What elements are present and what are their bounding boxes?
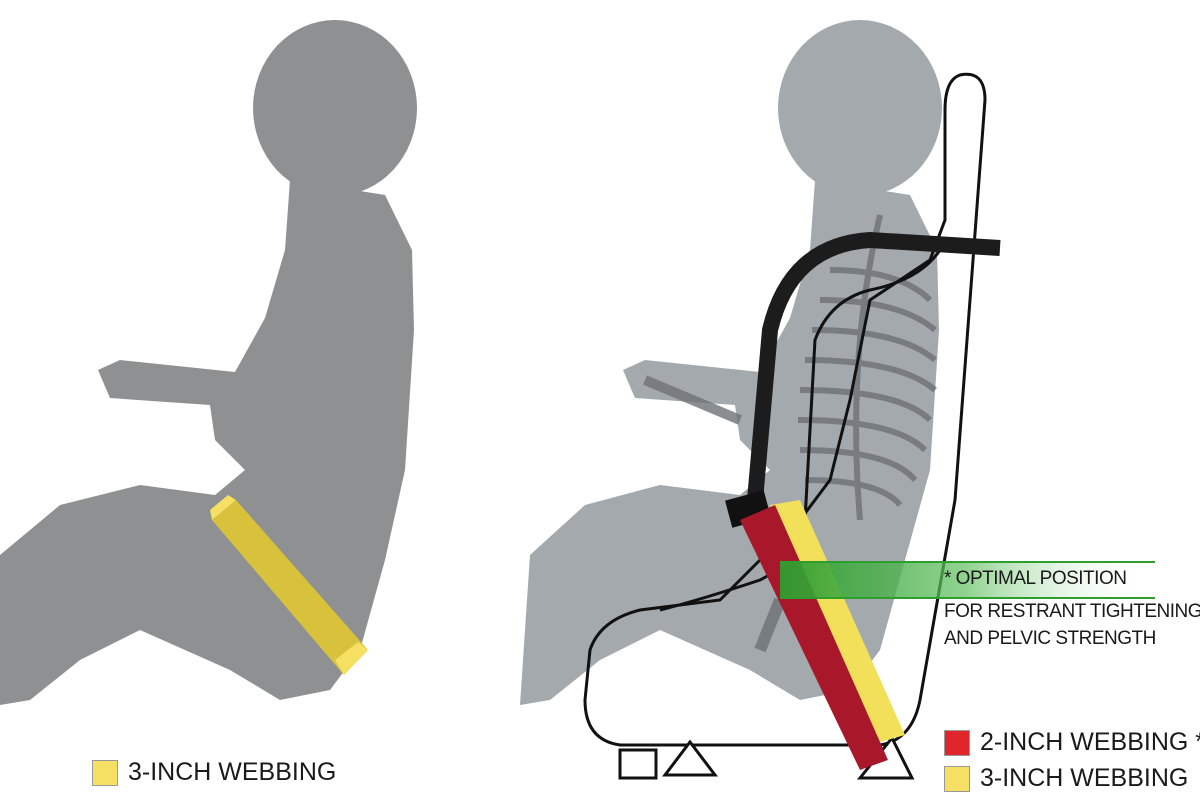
shoulder-belt bbox=[747, 231, 1001, 501]
legend-label: 3-INCH WEBBING bbox=[980, 764, 1189, 792]
right-legend-item-2inch: 2-INCH WEBBING * bbox=[944, 728, 1200, 757]
right-occupant-silhouette bbox=[520, 20, 942, 705]
annotation-line-2: AND PELVIC STRENGTH bbox=[944, 628, 1156, 649]
yellow-swatch bbox=[944, 765, 970, 792]
yellow-swatch bbox=[92, 759, 118, 786]
legend-label: 3-INCH WEBBING bbox=[128, 758, 337, 786]
annotation-line-1: FOR RESTRANT TIGHTENING bbox=[944, 601, 1200, 622]
left-lap-belt bbox=[210, 495, 368, 675]
annotation-title: * OPTIMAL POSITION bbox=[944, 568, 1127, 589]
right-lap-belt bbox=[740, 500, 905, 770]
red-swatch bbox=[944, 729, 970, 756]
right-legend-item-3inch: 3-INCH WEBBING bbox=[944, 764, 1188, 793]
left-occupant-silhouette bbox=[0, 20, 417, 705]
optimal-position-highlight bbox=[780, 561, 1155, 599]
skeleton bbox=[643, 214, 937, 653]
legend-label: 2-INCH WEBBING * bbox=[980, 728, 1200, 756]
left-legend-item: 3-INCH WEBBING bbox=[92, 758, 336, 787]
